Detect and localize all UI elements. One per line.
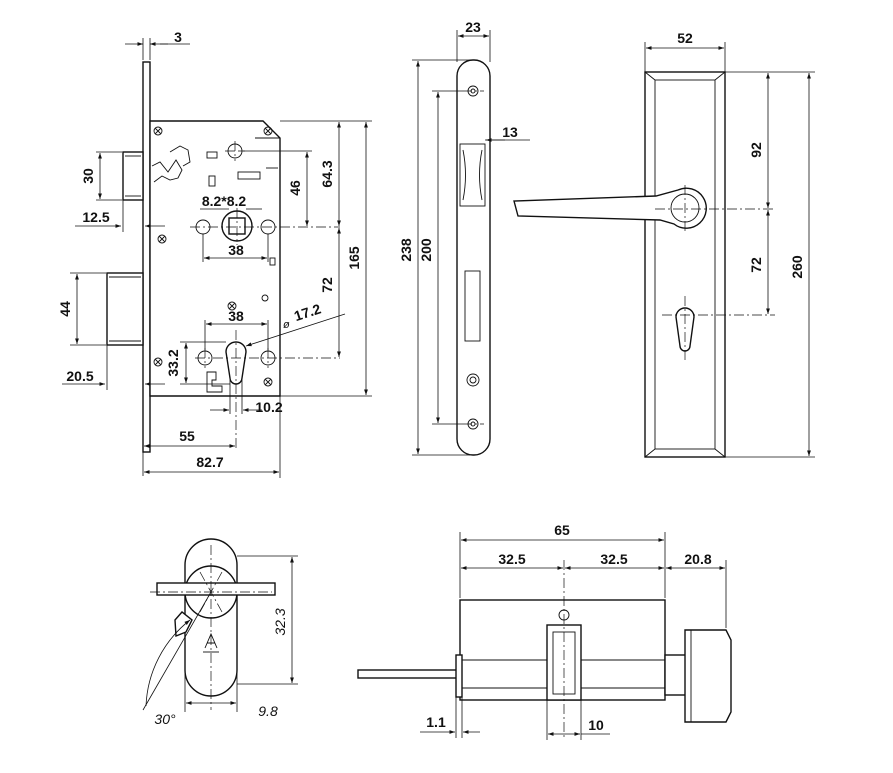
dim-tail-offset: 1.1 bbox=[426, 714, 446, 730]
lock-body-view: 3 30 12.5 8.2*8.2 38 46 64.3 165 bbox=[57, 29, 372, 478]
dim-faceplate-thickness: 3 bbox=[174, 29, 182, 45]
latch-cutout bbox=[459, 143, 486, 207]
dim-spindle-to-top-screw: 46 bbox=[287, 180, 303, 196]
dim-spindle-to-cylinder: 72 bbox=[319, 277, 335, 293]
dim-bolt-offset: 20.5 bbox=[66, 368, 93, 384]
dim-latch-height: 30 bbox=[80, 168, 96, 184]
dim-cylinder-half-left: 32.5 bbox=[498, 551, 525, 567]
dim-backset: 55 bbox=[179, 428, 195, 444]
dead-bolt bbox=[106, 272, 144, 346]
dim-strike-width: 23 bbox=[465, 19, 481, 35]
case-screw-icon bbox=[153, 126, 273, 387]
dim-strike-cutout-width: 13 bbox=[502, 124, 518, 140]
dim-screw-spacing-top: 38 bbox=[228, 242, 244, 258]
bolt-cutout bbox=[464, 270, 481, 342]
dim-spindle-square: 8.2*8.2 bbox=[202, 193, 247, 209]
strike-plate-view: 23 13 238 200 bbox=[398, 19, 530, 456]
dim-screw-spacing-bottom: 38 bbox=[228, 308, 244, 324]
dim-bolt-height: 44 bbox=[57, 301, 73, 317]
dim-latch-offset: 12.5 bbox=[82, 209, 109, 225]
cylinder-tail bbox=[357, 669, 459, 679]
dim-strike-length: 238 bbox=[398, 238, 414, 262]
dim-handle-width: 52 bbox=[677, 30, 693, 46]
cylinder-knob bbox=[684, 629, 732, 723]
dim-body-depth: 82.7 bbox=[196, 454, 223, 470]
handle-backplate bbox=[644, 71, 726, 458]
thumbturn-side-view: 32.3 9.8 30° bbox=[142, 538, 298, 727]
strike-plate bbox=[456, 59, 491, 456]
dim-knob-length: 20.8 bbox=[684, 551, 711, 567]
dim-cylinder-hole-diameter: 17.2 bbox=[292, 300, 323, 324]
latch-bolt bbox=[122, 151, 144, 201]
dim-cylinder-center-height: 33.2 bbox=[165, 349, 181, 376]
dim-cylinder-length: 65 bbox=[554, 522, 570, 538]
dim-thumbturn-angle: 30° bbox=[154, 711, 176, 727]
lever-handle bbox=[513, 187, 707, 229]
dim-thumbturn-height: 32.3 bbox=[272, 608, 288, 635]
dim-handle-length: 260 bbox=[789, 255, 805, 279]
thumbturn-bar bbox=[156, 582, 276, 596]
dim-body-height: 165 bbox=[346, 246, 362, 270]
lock-faceplate bbox=[142, 61, 151, 453]
handle-plate-view: 52 92 72 260 bbox=[513, 30, 815, 458]
dim-spindle-to-top: 64.3 bbox=[319, 160, 335, 187]
dim-thumbturn-offset: 9.8 bbox=[258, 703, 278, 719]
bolt-cam bbox=[206, 371, 223, 393]
dim-handle-spindle-to-cylinder: 72 bbox=[748, 257, 764, 273]
dim-cam-width: 10 bbox=[588, 717, 604, 733]
dim-strike-screw-spacing: 200 bbox=[418, 238, 434, 262]
dim-cylinder-slot-width: 10.2 bbox=[255, 399, 282, 415]
dim-top-to-spindle: 92 bbox=[748, 142, 764, 158]
latch-spring bbox=[151, 159, 183, 183]
dim-cylinder-hole-diameter-symbol: ø bbox=[283, 319, 290, 331]
cylinder-view: 65 32.5 32.5 20.8 1.1 10 bbox=[357, 522, 732, 740]
dim-cylinder-half-right: 32.5 bbox=[600, 551, 627, 567]
keyhole-icon bbox=[675, 307, 695, 352]
